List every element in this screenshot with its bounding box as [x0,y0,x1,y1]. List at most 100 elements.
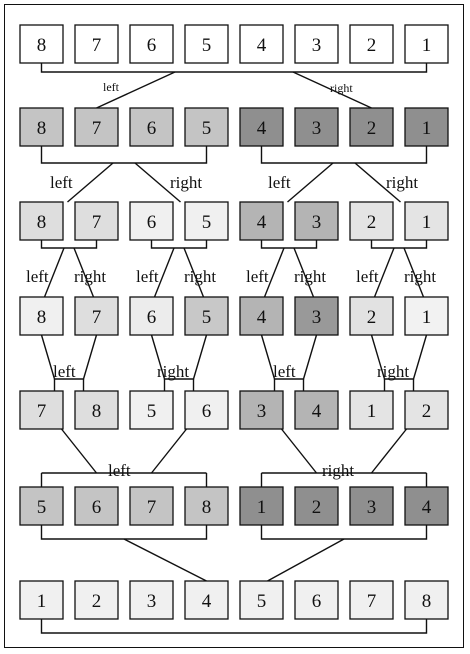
cell-box-r0-c1 [74,24,119,64]
connector-15 [260,240,318,249]
cell-box-r2-c5 [294,201,339,241]
cell-value-r2-c2: 6 [147,212,157,233]
cell-box-r3-c7 [404,296,449,336]
cell-value-r1-c4: 4 [257,118,267,139]
cell-value-r1-c6: 2 [367,118,377,139]
connector-14 [183,247,205,298]
cell-box-r1-c7 [404,107,449,147]
cell-box-r6-c4 [239,580,284,620]
cell-box-r4-c6 [349,390,394,430]
cell-box-r2-c1 [74,201,119,241]
cell-value-r0-c1: 7 [92,35,102,56]
cell-box-r0-c5 [294,24,339,64]
cell-value-r3-c6: 2 [367,307,377,328]
cell-value-r1-c7: 1 [422,118,432,139]
cell-box-r6-c5 [294,580,339,620]
cell-box-r2-c4 [239,201,284,241]
cell-box-r0-c2 [129,24,174,64]
cell-value-r0-c6: 2 [367,35,377,56]
connector-19 [373,247,395,298]
direction-labels: left right left right left right left ri… [26,80,436,480]
cell-box-r6-c1 [74,580,119,620]
cell-box-r4-c1 [74,390,119,430]
cell-box-r0-c3 [184,24,229,64]
cell-value-r6-c0: 1 [37,591,47,612]
cell-value-r0-c7: 1 [422,35,432,56]
cell-value-r2-c0: 8 [37,212,47,233]
cell-box-r4-c4 [239,390,284,430]
label-top-left: left [103,80,120,94]
connector-24 [150,334,208,380]
cell-value-r0-c5: 3 [312,35,322,56]
cell-value-r1-c5: 3 [312,118,322,139]
label-r5-left: left [108,461,131,480]
cell-value-r2-c3: 5 [202,212,212,233]
connector-44 [260,525,428,540]
cell-box-r6-c7 [404,580,449,620]
connector-9 [40,240,98,249]
connector-45 [123,538,207,582]
cell-box-r0-c0 [19,24,64,64]
cell-box-r5-c4 [239,486,284,526]
cell-value-r2-c4: 4 [257,212,267,233]
cell-box-r3-c5 [294,296,339,336]
label-r3-left-4: left [356,267,379,286]
connector-11 [73,247,95,298]
label-r2-left-1: left [50,173,73,192]
connector-0 [40,63,428,73]
cell-value-r3-c5: 3 [312,307,322,328]
cell-box-r3-c2 [129,296,174,336]
label-r4-right-2: right [377,362,409,381]
cell-box-r4-c0 [19,390,64,430]
cell-box-r0-c7 [404,24,449,64]
cell-value-r4-c4: 3 [257,401,267,422]
connector-39 [370,428,408,474]
cell-value-r5-c7: 4 [422,497,432,518]
cell-value-r6-c2: 3 [147,591,157,612]
label-r3-right-4: right [404,267,436,286]
cell-box-r1-c6 [349,107,394,147]
cell-box-r2-c2 [129,201,174,241]
cell-value-r4-c5: 4 [312,401,322,422]
cell-value-r3-c4: 4 [257,307,267,328]
label-r5-right: right [322,461,354,480]
connector-13 [153,247,175,298]
cell-value-r3-c1: 7 [92,307,102,328]
cell-box-r5-c6 [349,486,394,526]
cell-value-r5-c1: 6 [92,497,102,518]
cell-box-r4-c2 [129,390,174,430]
connector-21 [40,334,98,380]
cell-value-r6-c5: 6 [312,591,322,612]
cell-value-r4-c0: 7 [37,401,47,422]
cell-value-r2-c1: 7 [92,212,102,233]
label-r3-left-1: left [26,267,49,286]
cell-value-r1-c0: 8 [37,118,47,139]
cell-box-r4-c7 [404,390,449,430]
outer-frame [4,4,464,648]
cell-value-r2-c5: 3 [312,212,322,233]
connector-2 [292,71,372,109]
cell-value-r5-c3: 8 [202,497,212,518]
label-r2-right-1: right [170,173,202,192]
cell-value-r5-c5: 2 [312,497,322,518]
cell-box-r0-c6 [349,24,394,64]
cell-value-r3-c3: 5 [202,307,212,328]
cell-value-r3-c7: 1 [422,307,432,328]
connector-43 [40,525,208,540]
connector-38 [280,428,318,474]
label-r4-left-1: left [53,362,76,381]
cell-value-r5-c2: 7 [147,497,157,518]
connector-27 [260,334,318,380]
cell-value-r0-c0: 8 [37,35,47,56]
cell-value-r5-c6: 3 [367,497,377,518]
connector-4 [67,162,114,203]
cell-box-r6-c0 [19,580,64,620]
connector-10 [43,247,65,298]
cell-value-r5-c0: 5 [37,497,47,518]
cell-box-r5-c1 [74,486,119,526]
cell-box-r1-c3 [184,107,229,147]
cell-box-r1-c0 [19,107,64,147]
